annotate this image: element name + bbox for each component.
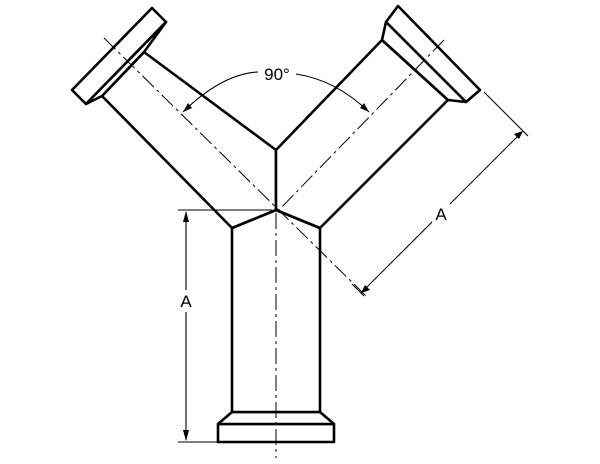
centerlines	[103, 37, 445, 458]
vertical-dim-label: A	[180, 292, 192, 311]
right-ferrule-flange	[380, 4, 482, 104]
left-branch-centerline	[103, 37, 367, 297]
diagonal-dim-arrow-bottom	[361, 285, 370, 293]
diagonal-dim-extension-bottom	[351, 283, 365, 297]
left-ferrule-flange	[70, 6, 168, 106]
angle-arrow-right	[360, 103, 369, 112]
angle-label: 90°	[264, 65, 290, 84]
angle-dimension: 90°	[182, 65, 370, 113]
angle-arc-left	[182, 71, 259, 113]
diagonal-dim-arrow-top	[514, 131, 523, 139]
diagonal-dim-label: A	[435, 205, 447, 224]
left-branch-pipe	[100, 50, 278, 230]
vertical-dim-arrow-top	[183, 211, 189, 222]
right-branch-centerline	[275, 39, 445, 214]
angle-arrow-left	[183, 103, 192, 112]
diagonal-dimension: A	[351, 91, 529, 297]
vertical-dim-arrow-bottom	[183, 430, 189, 441]
diagonal-dim-extension-top	[483, 91, 529, 137]
vertical-dimension: A	[178, 209, 272, 443]
